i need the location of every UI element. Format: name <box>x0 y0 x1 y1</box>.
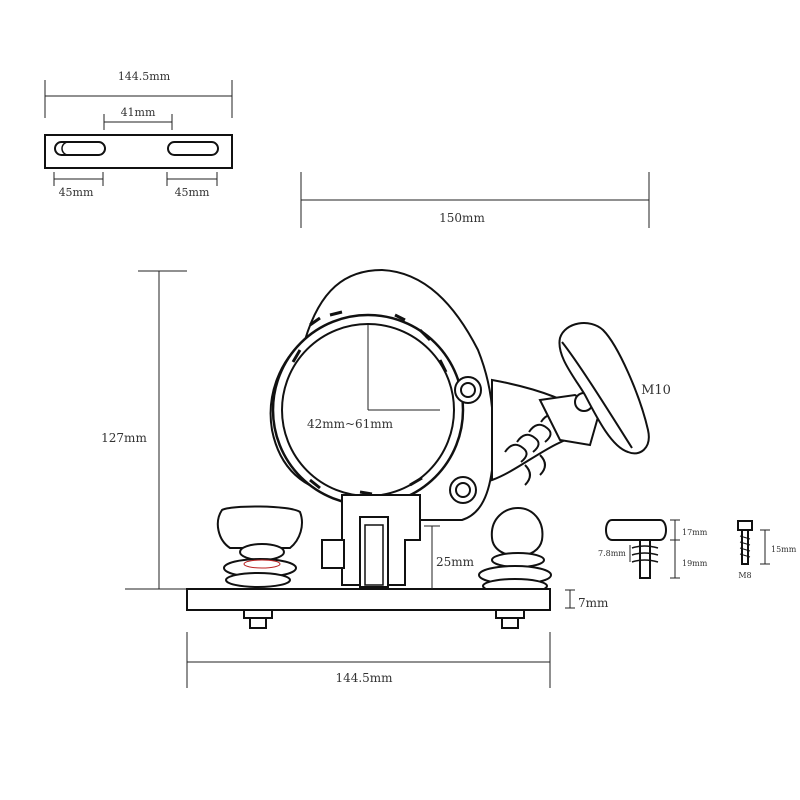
right-slot <box>167 141 219 156</box>
bracket-insert <box>359 516 389 588</box>
screw-size-label: M8 <box>738 571 751 580</box>
base-width-label: 144.5mm <box>335 671 393 685</box>
mount-height-dimension: 25mm <box>424 525 475 589</box>
base-width-dimension: 144.5mm <box>186 632 551 688</box>
height-label: 127mm <box>101 431 147 445</box>
left-slot-label: 45mm <box>59 186 94 199</box>
slot-spacing-label: 41mm <box>121 106 156 119</box>
screw-length-label: 15mm <box>771 545 797 554</box>
clamp-assembly: 42mm~61mm <box>269 268 650 588</box>
plate-thickness-dimension: 7mm <box>565 589 609 610</box>
left-knob <box>216 505 303 588</box>
clamp-width-dimension: 150mm <box>300 172 650 228</box>
bracket-side-bolt <box>321 539 345 569</box>
plate-thickness-label: 7mm <box>578 596 609 610</box>
clamp-range-label: 42mm~61mm <box>307 417 394 431</box>
pin-detail: 17mm 7.8mm 19mm <box>598 519 708 579</box>
height-dimension: 127mm <box>101 270 187 590</box>
right-slot-label: 45mm <box>175 186 210 199</box>
right-bottom-nut <box>495 609 525 619</box>
screw-detail: 15mm M8 <box>737 520 797 580</box>
top-plate-width-label: 144.5mm <box>118 70 171 83</box>
base-plate <box>186 588 551 629</box>
left-bottom-nut <box>243 609 273 619</box>
clamp-width-label: 150mm <box>439 211 485 225</box>
knob-thread-label: M10 <box>641 383 671 398</box>
pin-bottom-label: 19mm <box>682 559 708 568</box>
pin-top-label: 17mm <box>682 528 708 537</box>
right-knob <box>478 506 552 594</box>
mount-height-label: 25mm <box>436 555 475 569</box>
pin-left-label: 7.8mm <box>598 549 626 558</box>
m10-knob <box>558 322 650 455</box>
top-plate-view: 144.5mm 41mm 45mm 45mm <box>44 70 233 199</box>
